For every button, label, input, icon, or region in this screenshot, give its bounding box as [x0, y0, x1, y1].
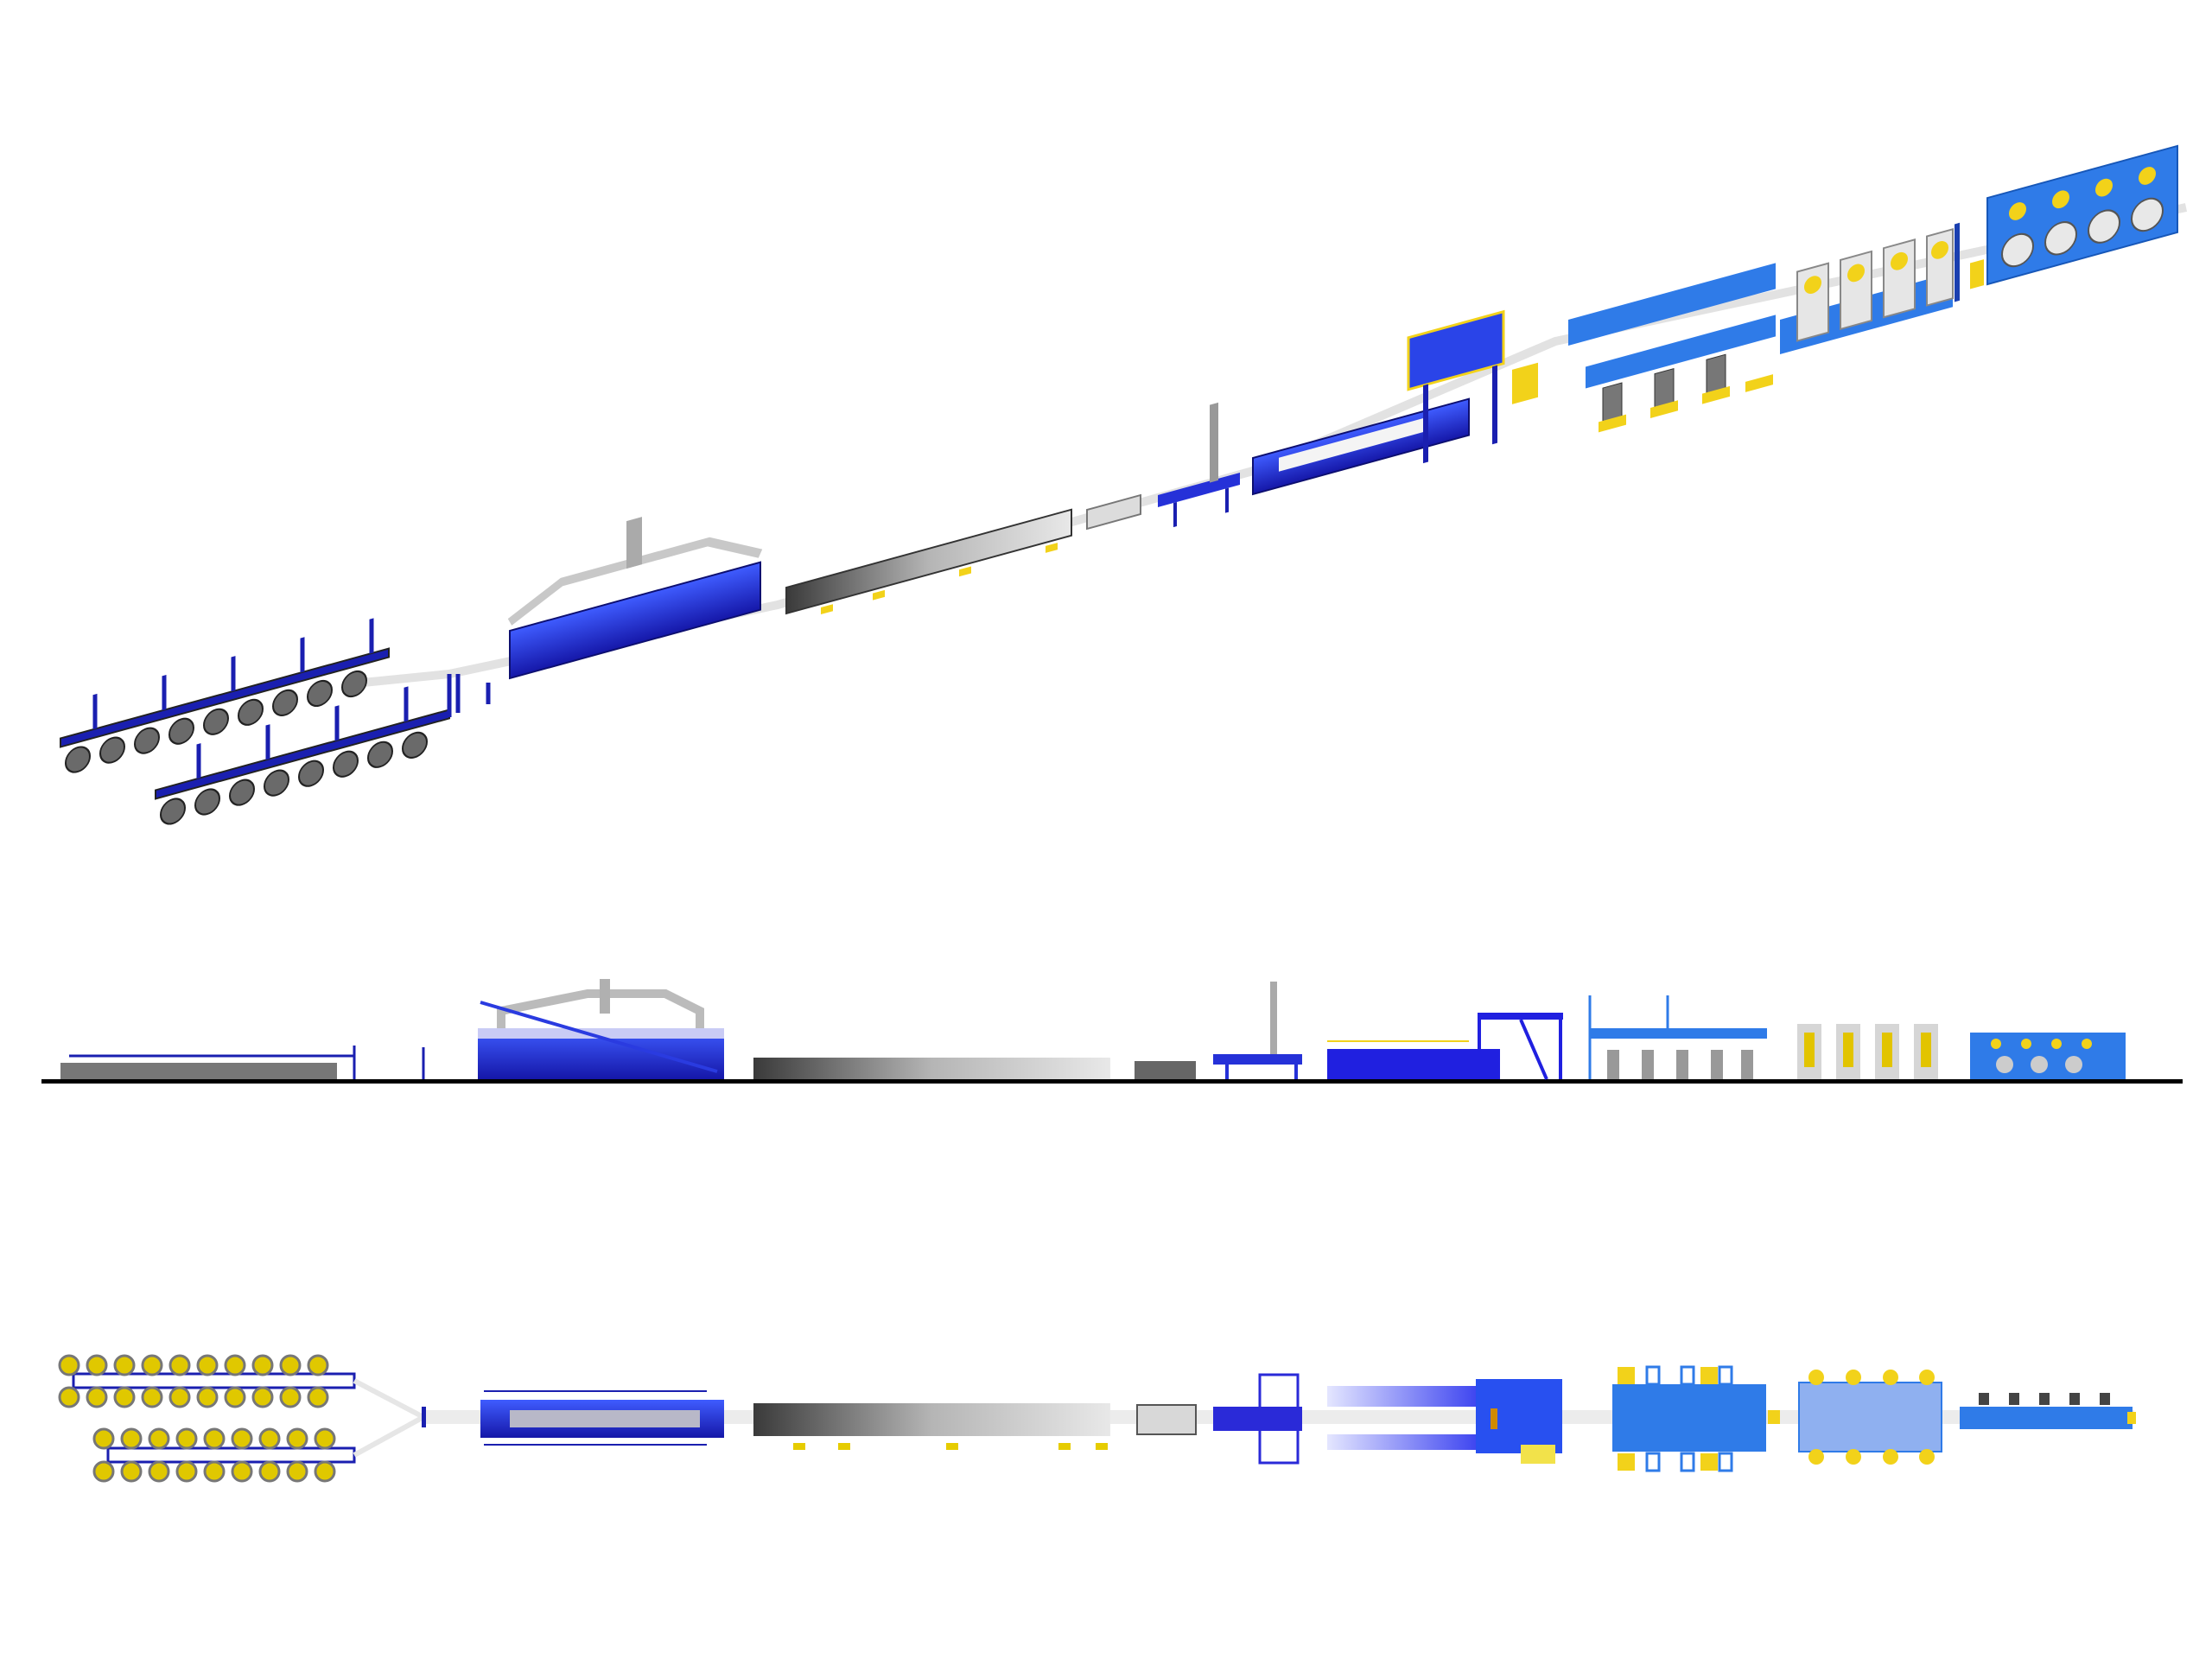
iso-guide-mast	[447, 674, 491, 717]
iso-take-up-drums	[1780, 228, 1954, 354]
iso-winder	[1955, 144, 2178, 302]
plan-creel-bank-bottom	[92, 1427, 356, 1483]
elev-blue-table	[1213, 982, 1302, 1079]
plan-winder	[1960, 1393, 2136, 1429]
elevation-view	[41, 979, 2183, 1084]
plan-drawing-frame	[1612, 1365, 1780, 1472]
elev-drawing-frame	[1588, 995, 1767, 1079]
iso-drawing-frame	[1568, 263, 1776, 433]
plan-small-unit	[1136, 1404, 1197, 1435]
plan-oven	[480, 1390, 724, 1446]
elev-small-unit	[1135, 1061, 1196, 1079]
ground-line	[41, 1079, 2183, 1084]
plan-tank-with-tower	[1327, 1379, 1562, 1464]
iso-grey-treatment-line	[785, 508, 1072, 615]
iso-blue-table	[1158, 402, 1240, 528]
plan-take-up-drums	[1798, 1370, 1942, 1465]
elev-grey-treatment-line	[753, 1058, 1110, 1079]
iso-oven	[507, 517, 763, 680]
plan-creel-bank-top	[58, 1354, 356, 1408]
plan-material-path	[353, 1378, 429, 1458]
iso-creel-bank	[60, 618, 450, 825]
elev-creel-bank	[60, 1046, 356, 1079]
plan-guide-mast	[422, 1407, 426, 1427]
elev-tank-with-tower	[1327, 1013, 1563, 1080]
elev-oven	[478, 979, 724, 1079]
plan-blue-table	[1213, 1373, 1302, 1465]
elev-winder	[1970, 1033, 2126, 1079]
isometric-view	[60, 144, 2188, 825]
elev-take-up-drums	[1797, 1024, 1938, 1079]
plan-view	[58, 1354, 2136, 1483]
plan-grey-treatment-line	[753, 1403, 1110, 1450]
iso-tank-with-tower	[1252, 309, 1538, 496]
iso-small-unit	[1086, 493, 1141, 531]
